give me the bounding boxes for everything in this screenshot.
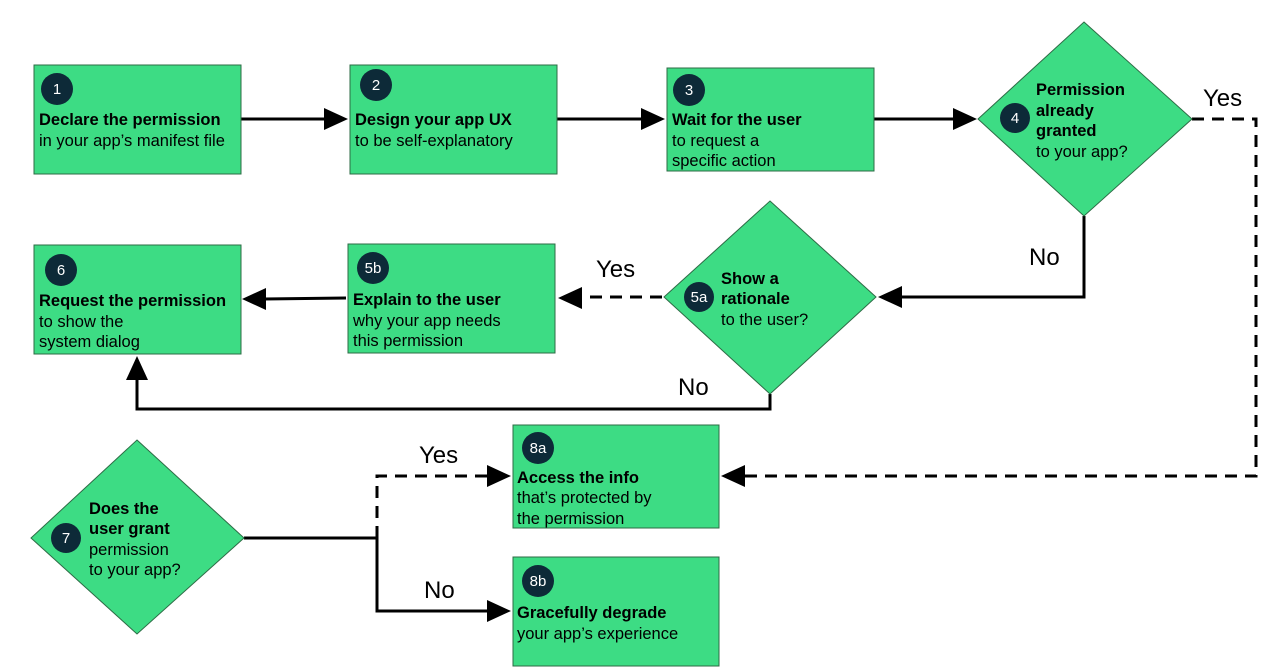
step-4-title-line-1: Permission <box>1036 81 1125 99</box>
step-6-line-2: system dialog <box>39 333 140 351</box>
arrowhead-5a-no-to-6 <box>126 356 148 380</box>
edge-label-4-no: No <box>1029 244 1060 271</box>
step-2-line-1: to be self-explanatory <box>355 132 514 150</box>
step-1-line-1: in your app’s manifest file <box>39 132 225 150</box>
step-6-title: Request the permission <box>39 292 226 310</box>
edge-4-no-to-5a <box>900 216 1086 299</box>
step-4-badge <box>1000 103 1030 133</box>
step-5a-decision: 5a Show a rationale to the user? <box>663 200 877 395</box>
arrowhead-7-yes-to-8a <box>487 465 511 487</box>
step-3-badge-number: 3 <box>685 82 693 99</box>
step-1-badge-number: 1 <box>53 81 61 98</box>
arrowhead-4-no-to-5a <box>878 286 902 308</box>
arrowhead-7-no-to-8b <box>487 600 511 622</box>
step-5a-line-1: to the user? <box>721 311 808 329</box>
step-5b-badge-number: 5b <box>365 260 382 277</box>
arrowhead-1-to-2 <box>324 108 348 130</box>
step-7-decision: 7 Does the user grant permission to your… <box>30 439 245 635</box>
step-2-badge-number: 2 <box>372 77 380 94</box>
edge-label-5a-yes: Yes <box>596 256 635 283</box>
step-3-badge <box>673 74 705 106</box>
step-7-line-2: to your app? <box>89 561 181 579</box>
step-4-badge-number: 4 <box>1011 110 1019 127</box>
step-5a-title-line-2: rationale <box>721 290 790 308</box>
step-5b-badge <box>357 252 389 284</box>
step-5a-badge <box>684 282 714 312</box>
step-1-title: Declare the permission <box>39 111 221 129</box>
arrowhead-2-to-3 <box>641 108 665 130</box>
step-3-line-1: to request a <box>672 132 760 150</box>
step-8a-badge-number: 8a <box>530 440 547 457</box>
step-2-node: 2 Design your app UX to be self-explanat… <box>349 64 558 175</box>
step-8b-badge <box>522 565 554 597</box>
edge-5a-no-to-6 <box>135 378 772 411</box>
step-7-line-1: permission <box>89 541 169 559</box>
step-8b-title: Gracefully degrade <box>517 604 666 622</box>
step-3-title: Wait for the user <box>672 111 802 129</box>
step-4-decision: 4 Permission already granted to your app… <box>977 21 1193 217</box>
step-5b-line-1: why your app needs <box>352 312 501 330</box>
edge-label-7-yes: Yes <box>419 442 458 469</box>
step-8b-node: 8b Gracefully degrade your app’s experie… <box>512 556 720 667</box>
step-5a-title-line-1: Show a <box>721 270 780 288</box>
step-4-line-1: to your app? <box>1036 143 1128 161</box>
step-8a-line-1: that’s protected by <box>517 489 652 507</box>
edges <box>126 108 1258 622</box>
step-7-title-line-2: user grant <box>89 520 170 538</box>
step-2-badge <box>360 69 392 101</box>
step-7-badge <box>51 523 81 553</box>
step-1-badge <box>41 73 73 105</box>
step-8b-line-1: your app’s experience <box>517 625 678 643</box>
step-4-title-line-3: granted <box>1036 122 1097 140</box>
step-4-diamond <box>977 21 1193 217</box>
step-6-node: 6 Request the permission to show the sys… <box>33 244 242 355</box>
edge-7-no-to-8b <box>375 538 488 613</box>
edge-7-yes-to-8a <box>375 474 488 538</box>
edge-labels: Yes No Yes No Yes No <box>419 85 1242 604</box>
step-7-title-line-1: Does the <box>89 500 159 518</box>
step-7-diamond <box>30 439 245 635</box>
edge-5b-to-6 <box>263 296 347 301</box>
step-7-badge-number: 7 <box>62 530 70 547</box>
step-8a-node: 8a Access the info that’s protected by t… <box>512 424 720 529</box>
step-2-title: Design your app UX <box>355 111 512 129</box>
step-5a-badge-number: 5a <box>691 289 708 306</box>
step-6-badge-number: 6 <box>57 262 65 279</box>
step-8a-title: Access the info <box>517 469 639 487</box>
step-8a-badge <box>522 432 554 464</box>
edge-label-5a-no: No <box>678 374 709 401</box>
step-8a-line-2: the permission <box>517 510 624 528</box>
edge-label-7-no: No <box>424 577 455 604</box>
step-4-title-line-2: already <box>1036 102 1095 120</box>
arrowhead-5b-to-6 <box>242 288 266 310</box>
step-5a-diamond <box>663 200 877 395</box>
step-3-line-2: specific action <box>672 152 776 170</box>
arrowhead-3-to-4 <box>953 108 977 130</box>
step-8b-badge-number: 8b <box>530 573 547 590</box>
arrowhead-5a-yes-to-5b <box>558 287 582 309</box>
step-6-badge <box>45 254 77 286</box>
edge-label-4-yes: Yes <box>1203 85 1242 112</box>
step-3-node: 3 Wait for the user to request a specifi… <box>666 67 875 172</box>
step-5b-title: Explain to the user <box>353 291 501 309</box>
arrowhead-4-yes-to-8a <box>721 465 745 487</box>
step-6-line-1: to show the <box>39 313 123 331</box>
step-5b-line-2: this permission <box>353 332 463 350</box>
step-1-node: 1 Declare the permission in your app’s m… <box>33 64 242 175</box>
edge-4-yes-to-8a <box>745 117 1258 478</box>
step-5b-node: 5b Explain to the user why your app need… <box>347 243 556 354</box>
